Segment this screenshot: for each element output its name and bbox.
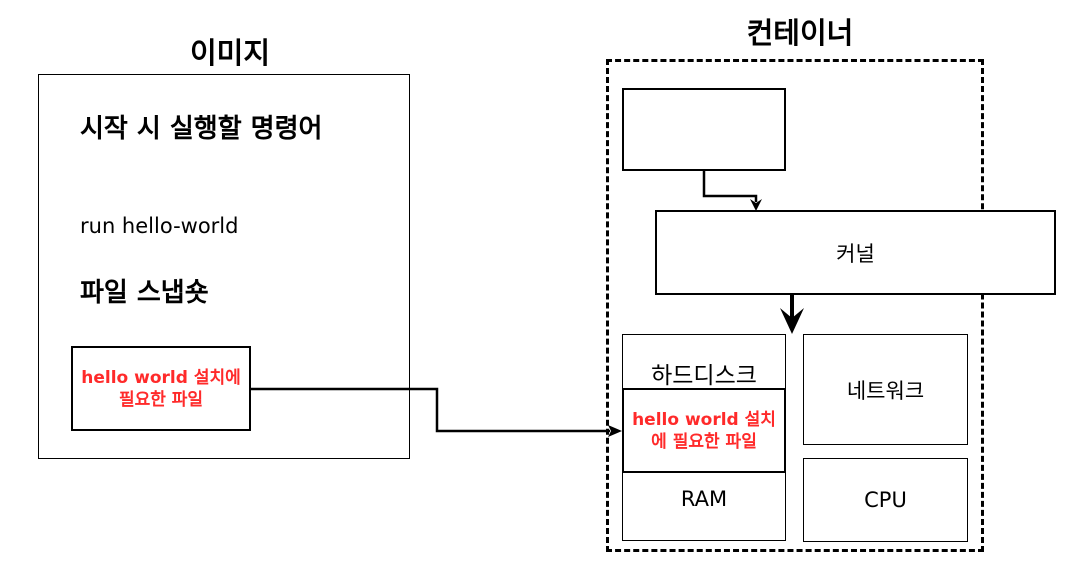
image-files-box: hello world 설치에 필요한 파일 [71,346,251,431]
snapshot-heading: 파일 스냅숏 [80,278,209,308]
cpu-label: CPU [864,488,907,512]
ram-label: RAM [680,487,728,511]
container-boundary [606,59,984,552]
command-text: run hello-world [80,214,239,238]
start-command-heading: 시작 시 실행할 명령어 [80,114,323,144]
network-box: 네트워크 [803,334,968,445]
top-box-to-kernel-arrowhead [750,199,762,211]
kernel-to-hardware-arrowhead [780,308,804,334]
image-title: 이미지 [189,36,271,70]
files-to-container-arrowhead [608,425,622,437]
hard-disk-label: 하드디스크 [651,363,757,389]
kernel-label: 커널 [836,241,875,266]
container-top-box [622,88,786,171]
container-files-box: hello world 설치에 필요한 파일 [622,388,786,473]
files-to-container-arrow [251,387,610,433]
network-label: 네트워크 [846,378,925,403]
kernel-box: 커널 [655,210,1056,295]
container-title: 컨테이너 [746,16,854,50]
cpu-box: CPU [803,458,968,542]
image-files-label: hello world 설치에 필요한 파일 [81,367,241,410]
top-box-to-kernel-arrow [702,171,758,202]
container-files-label: hello world 설치에 필요한 파일 [632,409,776,452]
